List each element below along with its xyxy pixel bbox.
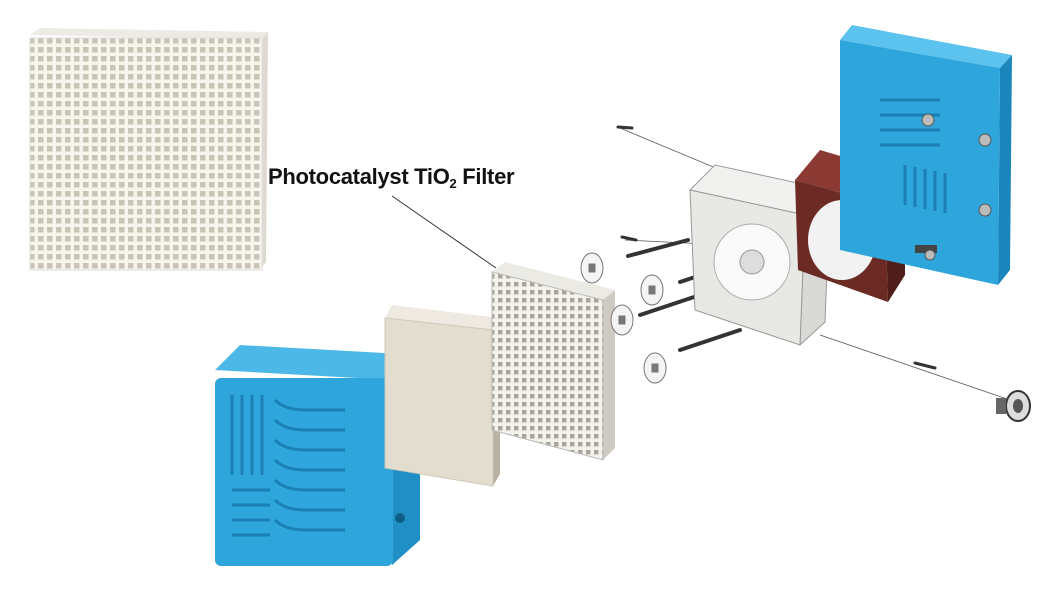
photocatalyst-filter xyxy=(491,262,615,461)
blue-back-plate xyxy=(840,25,1012,285)
power-connector xyxy=(996,390,1031,422)
washers xyxy=(580,252,667,384)
leader-line xyxy=(391,195,497,269)
fan-housing xyxy=(688,164,832,347)
label-subscript: 2 xyxy=(449,176,457,191)
pre-filter-pad xyxy=(384,305,500,487)
nuts xyxy=(921,113,992,261)
photocatalyst-filter-label: Photocatalyst TiO2 Filter xyxy=(268,164,515,191)
honeycomb-block-closeup xyxy=(29,28,268,271)
label-suffix: Filter xyxy=(456,164,515,189)
label-text: Photocatalyst TiO xyxy=(268,164,450,189)
